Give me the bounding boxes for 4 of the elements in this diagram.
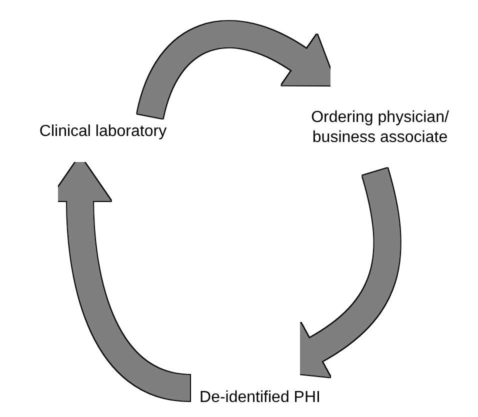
node-label: De-identified PHI: [170, 388, 350, 408]
curved-block-arrow: [49, 156, 192, 401]
node-label: Ordering physician/ business associate: [285, 108, 475, 148]
node-label: Clinical laboratory: [8, 122, 198, 142]
